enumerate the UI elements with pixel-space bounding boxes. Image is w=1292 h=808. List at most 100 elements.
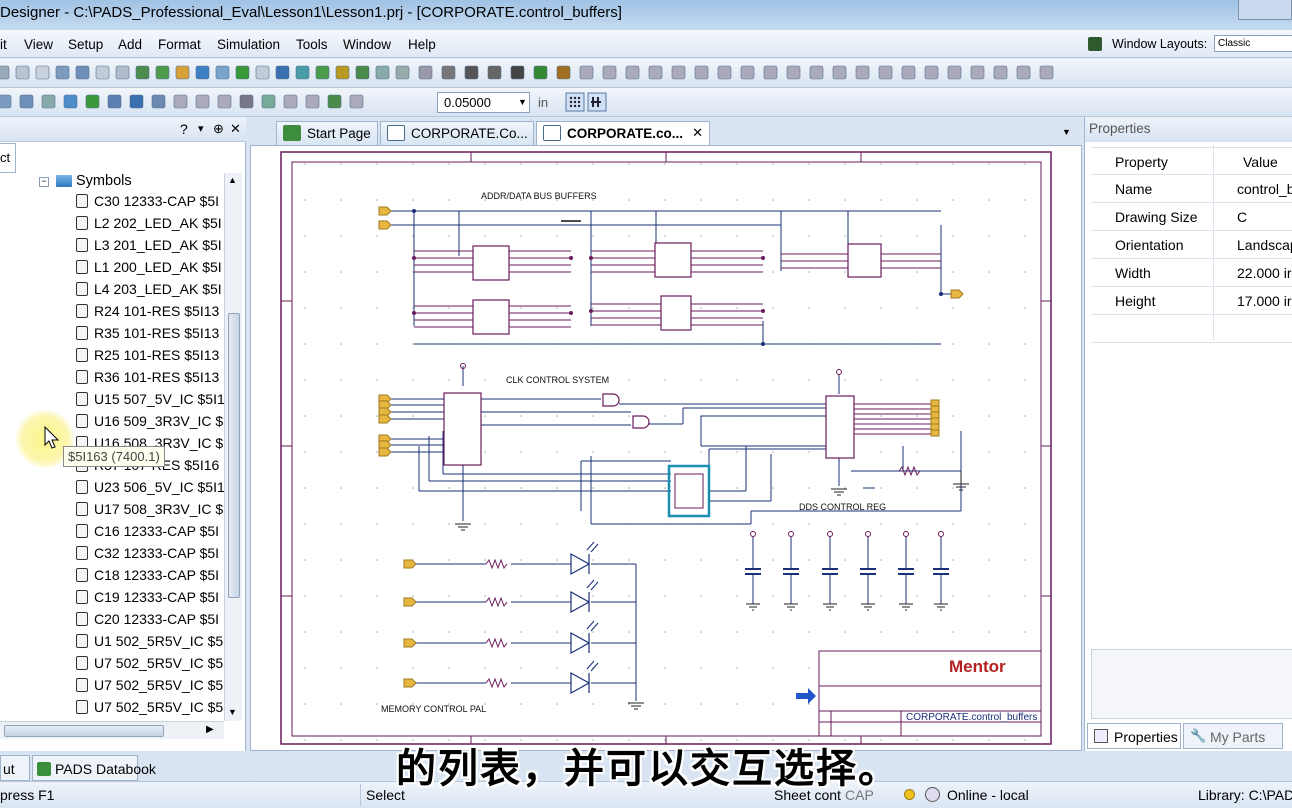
symbol-icon [76,304,88,318]
tab-my-parts[interactable]: 🔧 My Parts [1183,723,1283,749]
tree-item[interactable]: L4 203_LED_AK $5I [76,281,222,301]
toolbar-icon [556,65,571,80]
window-controls[interactable] [1238,0,1292,20]
menu-tools[interactable]: Tools [296,37,328,52]
tree-item[interactable]: U16 509_3R3V_IC $ [76,413,223,433]
menu-window[interactable]: Window [343,37,392,52]
property-value[interactable]: C [1237,209,1248,225]
capacitor-part [865,531,871,537]
tree-horizontal-scrollbar[interactable]: ▶ [0,721,224,739]
tree-item[interactable]: L1 200_LED_AK $5I [76,259,222,279]
tree-item[interactable]: U7 502_5R5V_IC $5 [76,699,223,719]
toolbar-icon [195,65,210,80]
tree-item[interactable]: U15 507_5V_IC $5I1 [76,391,224,411]
toolbar-icon [75,65,90,80]
menu-edit[interactable]: it [0,37,7,52]
menu-setup[interactable]: Setup [68,37,104,52]
chevron-down-icon[interactable]: ▼ [518,97,527,107]
tab-corporate-co[interactable]: CORPORATE.Co... [380,121,534,145]
tab-properties[interactable]: Properties [1087,723,1181,749]
close-icon[interactable]: ✕ [230,121,241,136]
schematic-canvas[interactable]: Mentor CORPORATE.control_buffers ADDR/DA… [250,145,1082,751]
tree-item[interactable]: U7 502_5R5V_IC $5 [76,677,223,697]
tree-item-label: C32 12333-CAP $5I [94,545,220,561]
tree-item-label: R24 101-RES $5I13 [94,303,220,319]
tab-output[interactable]: ut [0,755,30,781]
symbol-icon [76,524,88,538]
toolbar-icon [315,65,330,80]
tree-item[interactable]: C20 12333-CAP $5I [76,611,219,631]
tree-item[interactable]: U17 508_3R3V_IC $ [76,501,223,521]
menu-view[interactable]: View [24,37,54,52]
toolbar-icon [375,65,390,80]
tab-pads-databook[interactable]: PADS Databook [32,755,156,781]
schematic-icon [543,125,561,141]
tree-item[interactable]: C30 12333-CAP $5I [76,193,219,213]
scroll-right-icon[interactable]: ▶ [206,724,214,735]
tab-label: CORPORATE.co... [567,126,684,141]
toolbar-main-icons[interactable] [0,59,1292,88]
property-value[interactable]: 22.000 ir [1237,265,1292,281]
panel-tab-project[interactable]: ct [0,143,16,173]
menu-help[interactable]: Help [408,37,436,52]
tree-item[interactable]: R24 101-RES $5I13 [76,303,219,323]
toolbar-icon [155,65,170,80]
window-layouts-select[interactable]: Classic [1214,35,1292,52]
collapse-icon[interactable]: − [39,177,49,187]
tree-item[interactable]: U23 506_5V_IC $5I1 [76,479,224,499]
menu-simulation[interactable]: Simulation [217,37,281,52]
label-dds-control: DDS CONTROL REG [799,502,886,512]
symbol-icon [76,634,88,648]
tree-item[interactable]: C32 12333-CAP $5I [76,545,219,565]
symbol-icon [76,238,88,252]
toolbar-secondary: 0.05000 ▼ in [0,88,1292,117]
symbol-icon [76,216,88,230]
tree-item[interactable]: C16 12333-CAP $5I [76,523,219,543]
scroll-up-icon[interactable]: ▲ [228,175,237,185]
grid-size-input[interactable]: 0.05000 [437,92,530,113]
scroll-thumb-horizontal[interactable] [4,725,164,737]
property-value[interactable]: 17.000 ir [1237,293,1292,309]
video-subtitle: 的列表，并可以交互选择。 [396,746,900,792]
status-cap: CAP [845,787,874,803]
toolbar-secondary-icons[interactable] [0,88,430,117]
pin-icon[interactable]: ⊕ [213,121,224,136]
close-tab-icon[interactable]: ✕ [692,125,703,140]
tree-item[interactable]: L3 201_LED_AK $5I [76,237,222,257]
tree-item-label: C18 12333-CAP $5I [94,567,220,583]
tree-vertical-scrollbar[interactable]: ▲ ▼ [224,173,242,721]
symbol-icon [76,260,88,274]
dropdown-icon[interactable]: ▾ [198,123,204,135]
tree-item[interactable]: L2 202_LED_AK $5I [76,215,222,235]
menu-format[interactable]: Format [158,37,201,52]
property-value[interactable]: Landscap [1237,237,1292,253]
toolbar-icon [283,94,298,109]
tree-item[interactable]: C18 12333-CAP $5I [76,567,219,587]
schematic-drawing[interactable]: Mentor CORPORATE.control_buffers ADDR/DA… [251,146,1081,750]
toolbar-icon [441,65,456,80]
scroll-down-icon[interactable]: ▼ [228,707,237,717]
tree-item[interactable]: R36 101-RES $5I13 [76,369,219,389]
toolbar-icon [0,65,10,80]
tree-item[interactable]: C19 12333-CAP $5I [76,589,219,609]
tree-item[interactable]: R35 101-RES $5I13 [76,325,219,345]
document-tabs: Start Page CORPORATE.Co... CORPORATE.co.… [250,117,1082,145]
menu-add[interactable]: Add [118,37,143,52]
tab-start-page[interactable]: Start Page [276,121,378,145]
tree-root-symbols[interactable]: Symbols [76,173,132,189]
tree-item[interactable]: U7 502_5R5V_IC $5 [76,655,223,675]
grid-toggle-icons[interactable] [560,88,620,117]
scroll-thumb[interactable] [228,313,240,598]
tree-item[interactable]: R25 101-RES $5I13 [76,347,219,367]
help-icon[interactable]: ? [180,121,188,137]
tab-corporate-control-buffers[interactable]: CORPORATE.co... ✕ [536,121,710,145]
tab-list-icon[interactable]: ▼ [1062,127,1071,137]
property-value[interactable]: control_b [1237,181,1292,197]
tree-item[interactable]: U1 502_5R5V_IC $5 [76,633,223,653]
